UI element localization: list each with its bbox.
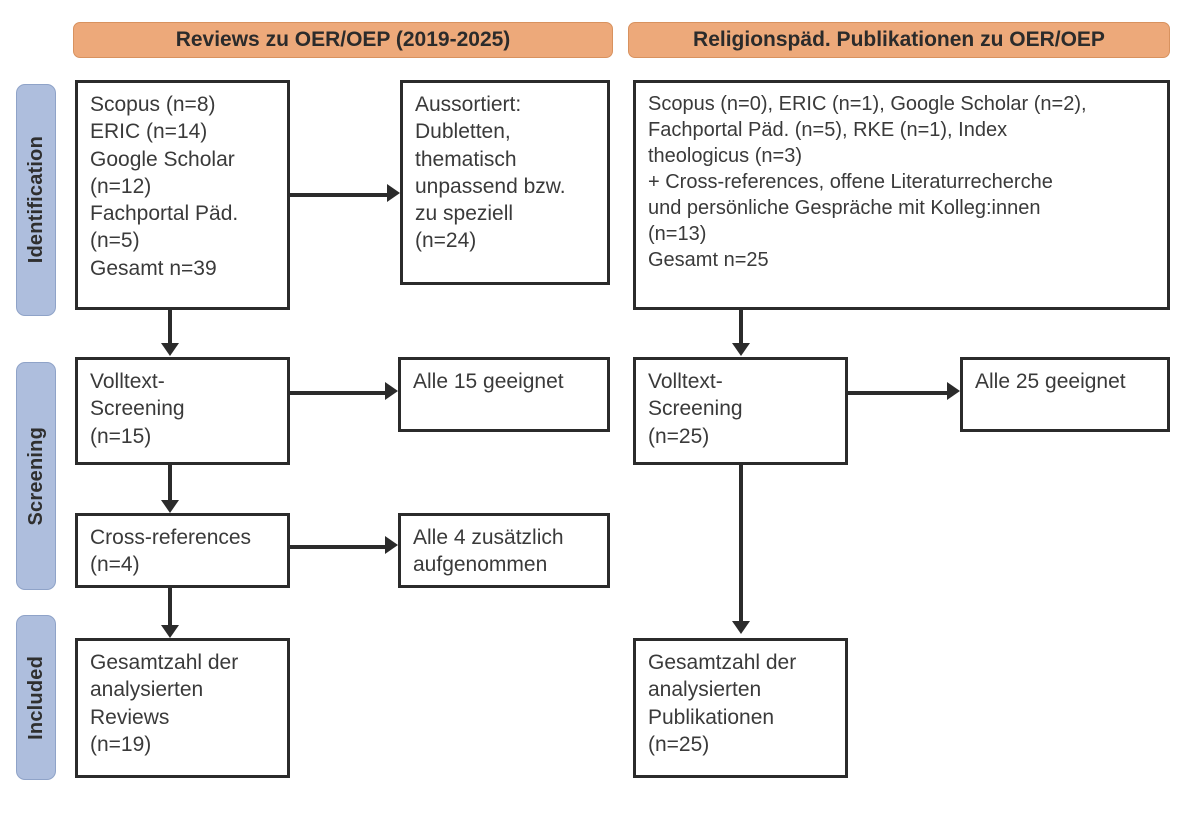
arrowhead-right-identification-to-screening [732,343,750,356]
stage-label-identification: Identification [16,84,56,316]
box-right-included: Gesamtzahl der analysierten Publikatione… [633,638,848,778]
stage-label-included-text: Included [24,655,47,740]
connector-left-crossrefs-to-included [168,588,172,626]
box-left-excluded: Aussortiert: Dubletten, thematisch unpas… [400,80,610,285]
box-right-screening: Volltext- Screening (n=25) [633,357,848,465]
stage-label-screening-text: Screening [24,426,47,526]
box-left-screening-result: Alle 15 geeignet [398,357,610,432]
connector-left-identification-to-excluded [290,193,388,197]
box-left-included: Gesamtzahl der analysierten Reviews (n=1… [75,638,290,778]
connector-left-identification-to-screening [168,310,172,345]
arrowhead-left-crossrefs-to-included [161,625,179,638]
column-header-left: Reviews zu OER/OEP (2019-2025) [73,22,613,58]
box-left-crossrefs: Cross-references (n=4) [75,513,290,588]
arrowhead-left-screening-to-crossrefs [161,500,179,513]
connector-left-screening-to-crossrefs [168,465,172,502]
stage-label-identification-text: Identification [24,136,47,264]
box-right-screening-result: Alle 25 geeignet [960,357,1170,432]
box-left-crossrefs-result: Alle 4 zusätzlich aufgenommen [398,513,610,588]
arrowhead-right-screening-to-included [732,621,750,634]
connector-right-screening-to-result [848,391,948,395]
connector-right-identification-to-screening [739,310,743,345]
box-right-identification: Scopus (n=0), ERIC (n=1), Google Scholar… [633,80,1170,310]
column-header-right: Religionspäd. Publikationen zu OER/OEP [628,22,1170,58]
connector-left-crossrefs-to-result [290,545,386,549]
box-left-identification: Scopus (n=8) ERIC (n=14) Google Scholar … [75,80,290,310]
arrowhead-left-screening-to-result [385,382,398,400]
arrowhead-left-identification-to-screening [161,343,179,356]
arrowhead-right-screening-to-result [947,382,960,400]
arrowhead-left-identification-to-excluded [387,184,400,202]
box-left-screening: Volltext- Screening (n=15) [75,357,290,465]
stage-label-screening: Screening [16,362,56,590]
arrowhead-left-crossrefs-to-result [385,536,398,554]
stage-label-included: Included [16,615,56,780]
connector-left-screening-to-result [290,391,386,395]
connector-right-screening-to-included [739,465,743,623]
